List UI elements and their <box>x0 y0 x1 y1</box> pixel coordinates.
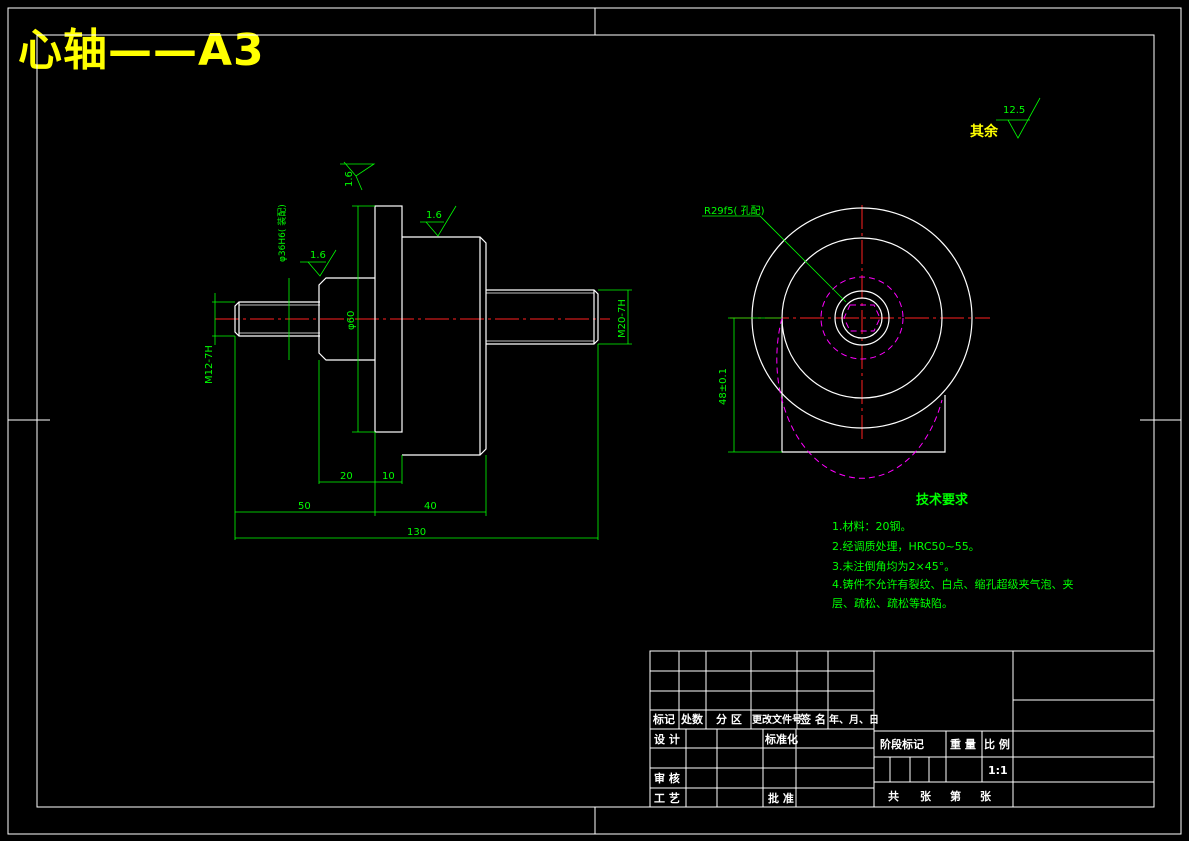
side-view: R29f5( 孔配) 48±0.1 12.5 其余 <box>702 97 1041 479</box>
roughness-body-symbol <box>425 205 457 237</box>
dim-text-40: 40 <box>424 501 437 512</box>
roughness-flange-leader <box>355 175 363 191</box>
tech-requirements: 技术要求 1.材料：20钢。 2.经调质处理，HRC50~55。 3.未注倒角均… <box>832 492 1074 610</box>
tech-item-4: 4.铸件不允许有裂纹、白点、缩孔超级夹气泡、夹 <box>832 577 1074 591</box>
dim-text-m20: M20-7H <box>617 299 628 338</box>
drawing-title: 心轴——A3 <box>18 25 265 76</box>
tb-genggai: 更改文件号 <box>752 713 802 726</box>
roughness-shoulder-value: 1.6 <box>310 250 326 261</box>
front-view: 20 10 50 40 130 1.6 1.6 1.6 M12-7H φ36H6… <box>204 161 632 540</box>
tb-zhang2: 张 <box>980 789 992 803</box>
tech-item-3: 3.未注倒角均为2×45°。 <box>832 559 955 573</box>
tb-di: 第 <box>950 789 961 803</box>
dim-text-d60: φ60 <box>346 311 357 330</box>
title-block <box>649 650 1155 808</box>
dim-text-d36: φ36H6( 装配) <box>276 204 288 262</box>
tb-chushu: 处数 <box>680 712 704 726</box>
roughness-qiyu-symbol <box>1007 97 1041 139</box>
tb-biaozhunhua: 标准化 <box>764 732 798 746</box>
roughness-flange-symbol <box>340 161 376 177</box>
roughness-shoulder-symbol <box>307 249 337 277</box>
roughness-flange-value: 1.6 <box>344 171 355 187</box>
dim-text-radius: R29f5( 孔配) <box>704 205 765 217</box>
title-block-text: 标记 处数 分 区 更改文件号 签 名 年、月、日 设 计 标准化 阶段标记 重… <box>652 712 1010 805</box>
dim-text-50: 50 <box>298 501 311 512</box>
thread-circle <box>841 297 883 339</box>
tb-zhang1: 张 <box>920 789 932 803</box>
right-shaft-outline <box>486 289 599 345</box>
tb-nianyueri: 年、月、日 <box>829 713 879 726</box>
hidden-shoulder-circle <box>820 276 904 360</box>
tb-fenqu: 分 区 <box>716 712 742 726</box>
tb-biaoji: 标记 <box>652 712 675 726</box>
tech-item-5: 层、疏松、疏松等缺陷。 <box>832 596 953 610</box>
dim-text-10: 10 <box>382 471 395 482</box>
shaft-circle <box>834 290 890 346</box>
dim-text-130: 130 <box>407 527 426 538</box>
tech-item-2: 2.经调质处理，HRC50~55。 <box>832 540 980 553</box>
tb-scale: 1:1 <box>988 764 1008 777</box>
sheet-frame <box>7 7 1182 835</box>
tb-sheji: 设 计 <box>654 732 680 746</box>
dim-text-m12: M12-7H <box>204 345 215 384</box>
leader-radius <box>759 215 847 303</box>
tb-zhongliang: 重 量 <box>950 737 976 751</box>
dim-text-20: 20 <box>340 471 353 482</box>
tb-shenhe: 审 核 <box>654 771 680 785</box>
tb-gong: 共 <box>888 789 899 803</box>
tb-qianming: 签 名 <box>799 712 826 726</box>
tb-jieduan: 阶段标记 <box>880 737 924 751</box>
left-shaft-outline <box>234 301 320 337</box>
shoulder-outline <box>318 277 375 361</box>
base-outline <box>781 318 946 453</box>
body-outline <box>402 236 487 456</box>
dim-text-48: 48±0.1 <box>718 368 729 405</box>
tech-heading: 技术要求 <box>916 492 969 508</box>
tb-gongyi: 工 艺 <box>654 791 680 805</box>
tb-pizhun: 批 准 <box>768 791 794 805</box>
flange-outline <box>374 205 403 433</box>
hidden-arc <box>776 317 943 479</box>
hidden-hex <box>843 304 881 332</box>
outer-border <box>7 7 1182 835</box>
roughness-qiyu-value: 12.5 <box>1003 105 1025 116</box>
roughness-body-value: 1.6 <box>426 210 442 221</box>
roughness-qiyu-label: 其余 <box>970 123 999 140</box>
tb-bili: 比 例 <box>984 737 1010 751</box>
tech-item-1: 1.材料：20钢。 <box>832 519 912 533</box>
inner-border <box>36 34 1155 808</box>
